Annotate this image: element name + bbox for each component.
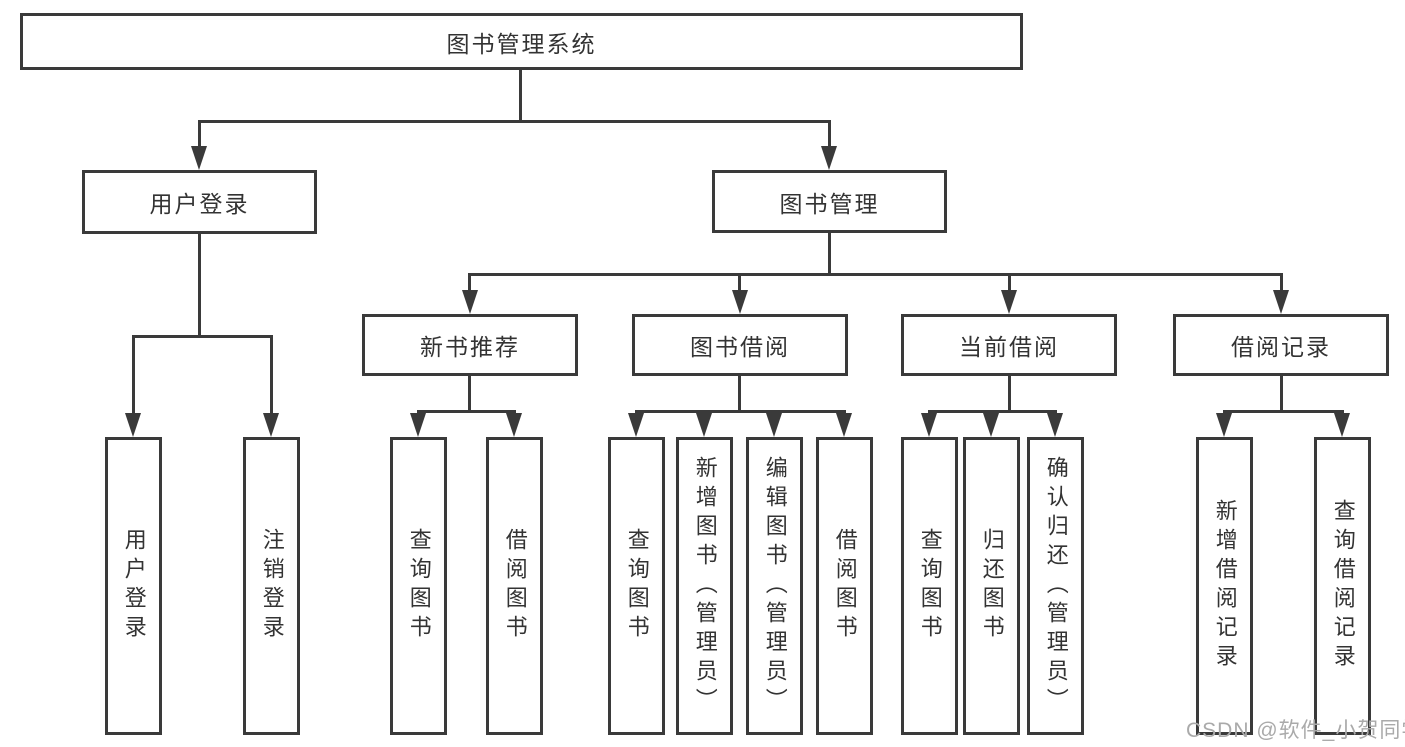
leaf-bb-borrow-books: 借阅图书 (816, 437, 873, 735)
connector-to-leaf-user-login (132, 335, 135, 417)
arrowhead-down-icon (125, 413, 141, 437)
node-user-login: 用户登录 (82, 170, 317, 234)
node-library-management-system: 图书管理系统 (20, 13, 1023, 70)
connector-book-mgmt-branch (468, 273, 1283, 276)
connector-to-current-borrowing (1008, 273, 1011, 293)
leaf-br-add-record: 新增借阅记录 (1196, 437, 1253, 735)
arrowhead-down-icon (1273, 290, 1289, 314)
leaf-bb-edit-books-admin: 编辑图书（管理员） (746, 437, 803, 735)
arrowhead-down-icon (263, 413, 279, 437)
arrowhead-down-icon (921, 413, 937, 437)
leaf-cb-confirm-return-admin: 确认归还（管理员） (1027, 437, 1084, 735)
leaf-cb-query-books: 查询图书 (901, 437, 958, 735)
leaf-cb-return-books: 归还图书 (963, 437, 1020, 735)
connector-current-borrowing-branch (928, 410, 1057, 413)
connector-to-book-management (828, 120, 831, 150)
arrowhead-down-icon (1001, 290, 1017, 314)
arrowhead-down-icon (506, 413, 522, 437)
connector-new-book-rec-trunk (468, 376, 471, 410)
connector-borrowing-records-trunk (1280, 376, 1283, 410)
arrowhead-down-icon (836, 413, 852, 437)
arrowhead-down-icon (1047, 413, 1063, 437)
arrowhead-down-icon (628, 413, 644, 437)
node-current-borrowing: 当前借阅 (901, 314, 1117, 376)
connector-to-new-book-rec (468, 273, 471, 293)
node-borrowing-records: 借阅记录 (1173, 314, 1389, 376)
leaf-br-query-record: 查询借阅记录 (1314, 437, 1371, 735)
leaf-logout: 注销登录 (243, 437, 300, 735)
arrowhead-down-icon (410, 413, 426, 437)
connector-book-borrowing-trunk (738, 376, 741, 410)
arrowhead-down-icon (696, 413, 712, 437)
leaf-user-login: 用户登录 (105, 437, 162, 735)
connector-user-login-trunk (198, 234, 201, 335)
leaf-rec-query-books: 查询图书 (390, 437, 447, 735)
arrowhead-down-icon (983, 413, 999, 437)
leaf-bb-add-books-admin: 新增图书（管理员） (676, 437, 733, 735)
connector-to-user-login (198, 120, 201, 150)
node-book-borrowing: 图书借阅 (632, 314, 848, 376)
connector-book-mgmt-trunk (828, 233, 831, 273)
arrowhead-down-icon (821, 146, 837, 170)
connector-new-book-rec-branch (417, 410, 516, 413)
arrowhead-down-icon (191, 146, 207, 170)
connector-to-book-borrowing (738, 273, 741, 293)
node-book-management: 图书管理 (712, 170, 947, 233)
connector-book-borrowing-branch (635, 410, 846, 413)
connector-to-leaf-logout (270, 335, 273, 417)
arrowhead-down-icon (1334, 413, 1350, 437)
connector-root-trunk (519, 70, 522, 121)
connector-user-login-branch (132, 335, 273, 338)
watermark: CSDN @软件_小贺同学 (1186, 719, 1405, 742)
arrowhead-down-icon (732, 290, 748, 314)
leaf-bb-query-books: 查询图书 (608, 437, 665, 735)
connector-borrowing-records-branch (1223, 410, 1344, 413)
arrowhead-down-icon (766, 413, 782, 437)
connector-to-borrowing-records (1280, 273, 1283, 293)
connector-current-borrowing-trunk (1008, 376, 1011, 410)
arrowhead-down-icon (462, 290, 478, 314)
leaf-rec-borrow-books: 借阅图书 (486, 437, 543, 735)
node-new-book-recommendation: 新书推荐 (362, 314, 578, 376)
arrowhead-down-icon (1216, 413, 1232, 437)
connector-root-branch (198, 120, 831, 123)
